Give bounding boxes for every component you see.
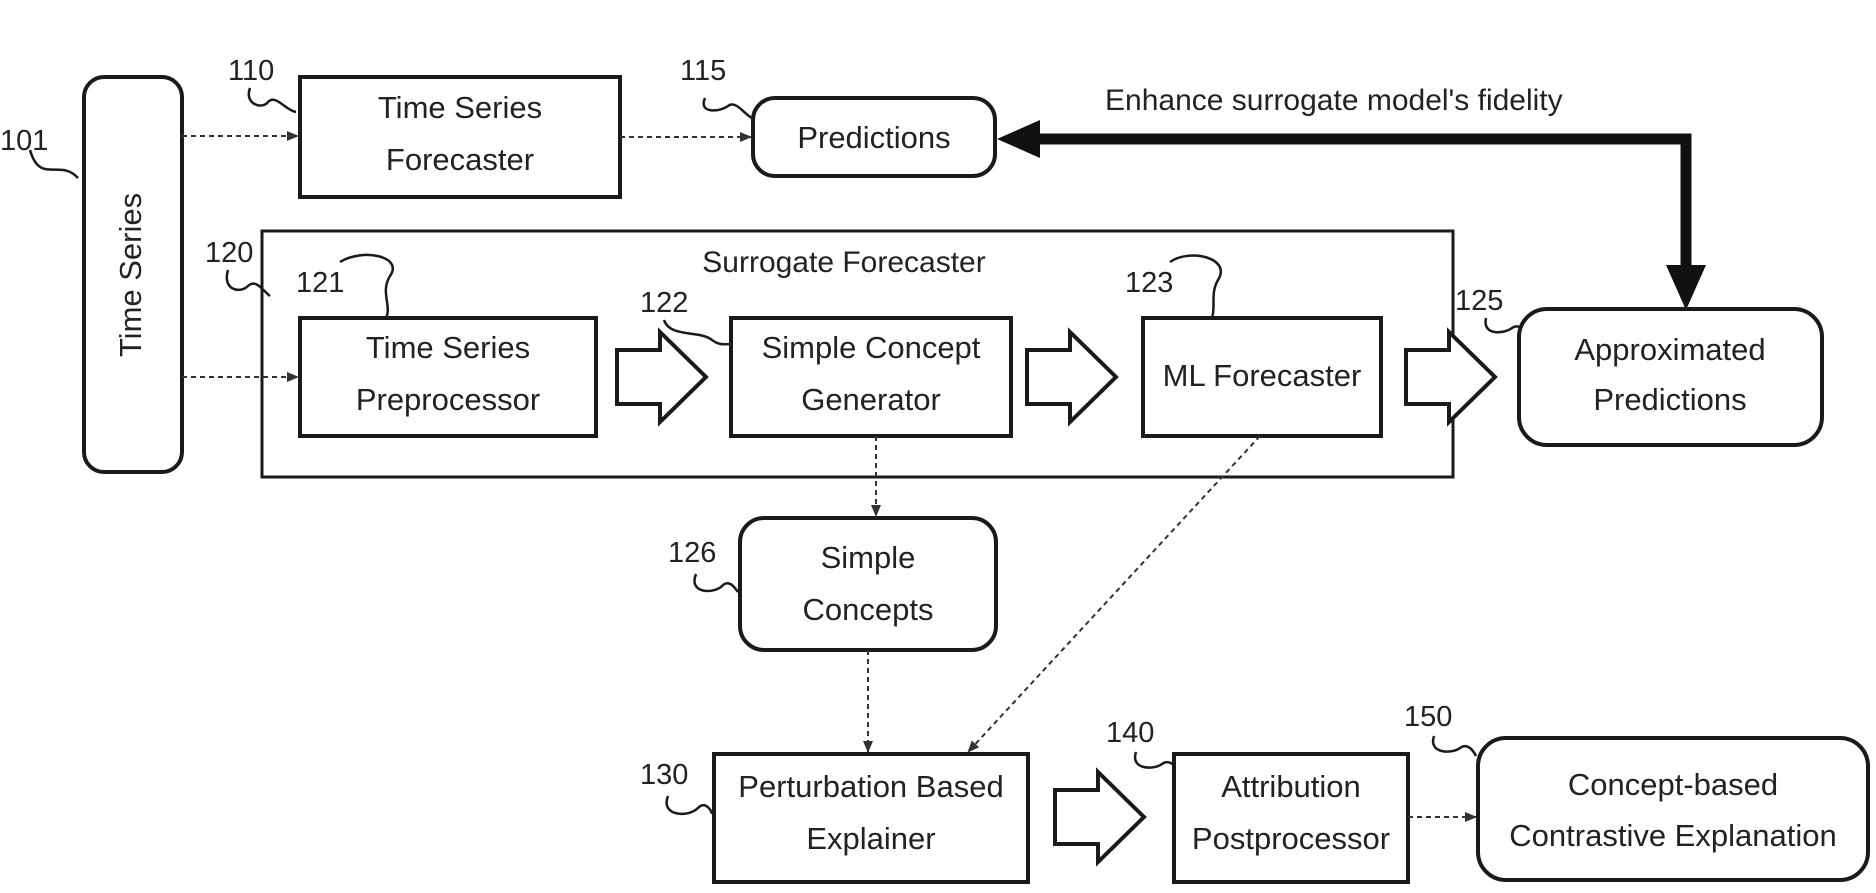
ref-120-leader: [227, 270, 270, 296]
approx-predictions-label-line1: Approximated: [1574, 332, 1765, 367]
ref-120-label: 120: [205, 237, 253, 269]
simple-concepts-label-line2: Concepts: [803, 592, 934, 627]
ref-101-label: 101: [0, 125, 48, 157]
block-arrow-ml-to-approx: [1406, 332, 1495, 422]
explainer-label-line2: Explainer: [806, 821, 935, 856]
ref-110-label: 110: [228, 55, 274, 87]
ref-122-leader: [664, 320, 730, 344]
ref-150-leader: [1433, 736, 1476, 756]
time-series-label: Time Series: [113, 193, 148, 357]
forecaster-label-line1: Time Series: [378, 90, 542, 125]
ref-115-leader: [704, 98, 752, 118]
predictions-label: Predictions: [797, 120, 950, 155]
contrastive-label-line1: Concept-based: [1568, 767, 1778, 802]
postprocessor-label-line1: Attribution: [1221, 769, 1361, 804]
ref-121-label: 121: [296, 267, 344, 299]
block-arrow-preprocessor-to-generator: [617, 332, 706, 422]
contrastive-label-line2: Contrastive Explanation: [1509, 818, 1836, 853]
simple-concepts-box: [740, 518, 996, 650]
block-arrow-generator-to-ml: [1027, 332, 1116, 422]
explainer-label-line1: Perturbation Based: [738, 769, 1003, 804]
preprocessor-label-line2: Preprocessor: [356, 382, 540, 417]
arrow-ml-to-explainer: [968, 436, 1260, 752]
ref-122-label: 122: [640, 287, 688, 319]
simple-concepts-label-line1: Simple: [821, 540, 916, 575]
ref-130-label: 130: [640, 759, 688, 791]
ml-forecaster-label: ML Forecaster: [1163, 358, 1362, 393]
ref-126-label: 126: [668, 537, 716, 569]
ref-126-leader: [694, 574, 738, 592]
ref-130-leader: [667, 796, 712, 814]
surrogate-forecaster-title: Surrogate Forecaster: [702, 246, 985, 279]
ref-123-label: 123: [1125, 267, 1173, 299]
ref-115-label: 115: [680, 55, 726, 87]
ref-110-leader: [249, 88, 296, 112]
feedback-arrowhead-left: [997, 120, 1040, 158]
preprocessor-label-line1: Time Series: [366, 330, 530, 365]
feedback-arrowhead-down: [1666, 265, 1706, 310]
ref-150-label: 150: [1404, 701, 1452, 733]
ref-121-leader: [340, 255, 393, 318]
ref-140-leader: [1135, 752, 1178, 770]
feedback-label: Enhance surrogate model's fidelity: [1105, 84, 1563, 117]
feedback-arrow-line: [1035, 139, 1686, 270]
concept-generator-label-line2: Generator: [801, 382, 941, 417]
ref-123-leader: [1170, 256, 1221, 318]
contrastive-explanation-box: [1478, 738, 1868, 880]
concept-generator-label-line1: Simple Concept: [762, 330, 981, 365]
block-arrow-explainer-to-postprocessor: [1055, 772, 1144, 862]
ref-140-label: 140: [1106, 717, 1154, 749]
ref-125-label: 125: [1455, 285, 1503, 317]
postprocessor-label-line2: Postprocessor: [1192, 821, 1390, 856]
approx-predictions-box: [1519, 309, 1822, 445]
approx-predictions-label-line2: Predictions: [1593, 382, 1746, 417]
forecaster-label-line2: Forecaster: [386, 142, 534, 177]
